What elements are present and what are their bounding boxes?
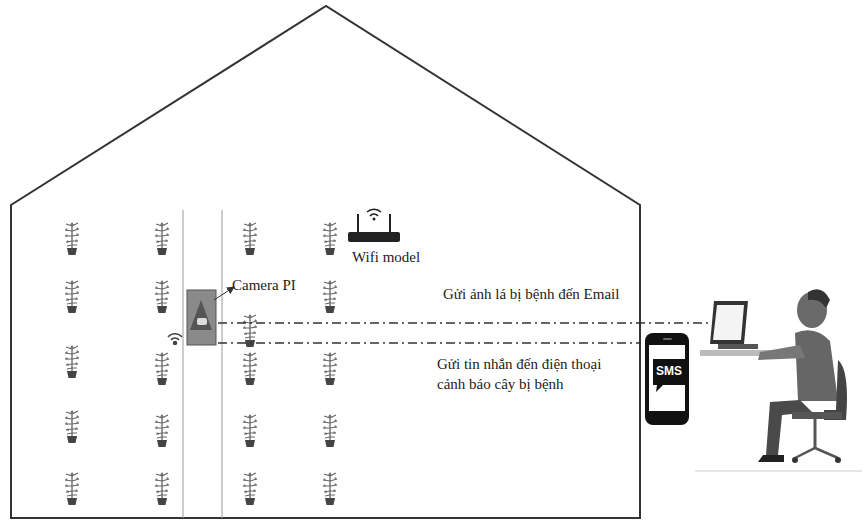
sms-text: SMS xyxy=(653,364,685,380)
wifi-icon xyxy=(168,334,182,345)
person-laptop xyxy=(695,289,862,471)
robot-camera xyxy=(187,290,216,345)
greenhouse-outline xyxy=(11,6,640,518)
camera-label: Camera PI xyxy=(232,276,296,296)
wifi-router xyxy=(348,209,400,242)
sms-link-label: Gửi tin nhắn đến điện thoại cảnh báo cây… xyxy=(437,355,633,394)
phone xyxy=(645,333,689,425)
plants xyxy=(65,222,337,505)
router-label: Wifi model xyxy=(352,248,420,268)
email-link-label: Gửi ảnh lá bị bệnh đến Email xyxy=(443,285,619,305)
